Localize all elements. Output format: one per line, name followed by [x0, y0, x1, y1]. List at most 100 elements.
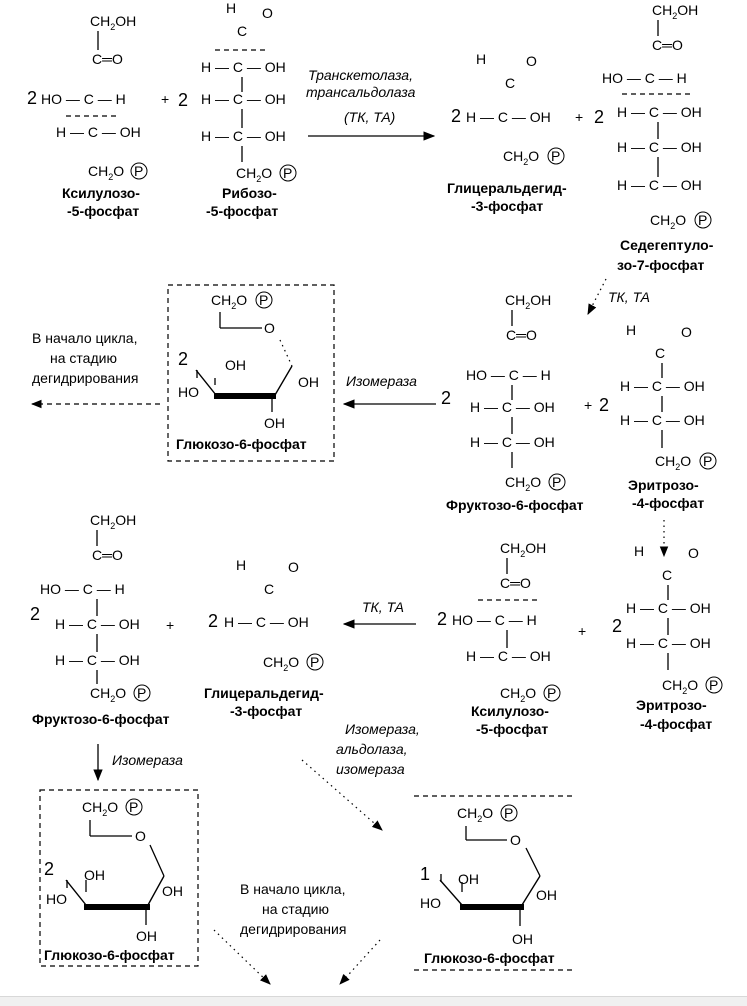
- svg-text:2: 2: [451, 106, 461, 126]
- svg-text:CH2O: CH2O: [503, 148, 539, 167]
- svg-text:H: H: [236, 557, 246, 573]
- svg-text:O: O: [510, 832, 521, 848]
- svg-text:CH2O: CH2O: [88, 163, 124, 182]
- erythrose-4-phosphate-row3: H O C 2 H — C — OH H — C — OH CH2O P Эри…: [612, 543, 723, 732]
- svg-text:C: C: [264, 581, 274, 597]
- svg-text:CH2OH: CH2OH: [500, 540, 546, 559]
- svg-text:O: O: [135, 828, 146, 844]
- svg-text:+: +: [166, 617, 174, 633]
- svg-text:2: 2: [437, 609, 447, 629]
- svg-text:дегидрирования: дегидрирования: [240, 921, 346, 937]
- svg-text:CH2O: CH2O: [662, 677, 698, 696]
- arrow-isomerase-1: Изомераза: [342, 373, 436, 409]
- svg-text:2: 2: [208, 611, 218, 631]
- svg-text:зо-7-фосфат: зо-7-фосфат: [617, 257, 705, 273]
- svg-text:трансальдолаза: трансальдолаза: [306, 84, 416, 100]
- svg-text:C═O: C═O: [506, 327, 537, 343]
- svg-text:дегидрирования: дегидрирования: [32, 370, 138, 386]
- svg-text:P: P: [129, 799, 138, 815]
- svg-text:2: 2: [612, 616, 622, 636]
- svg-text:2: 2: [30, 604, 40, 624]
- svg-text:CH2OH: CH2OH: [90, 512, 136, 531]
- svg-text:-4-фосфат: -4-фосфат: [640, 716, 712, 732]
- svg-text:-5-фосфат: -5-фосфат: [67, 203, 139, 219]
- svg-text:HO — C — H: HO — C — H: [602, 70, 687, 86]
- svg-text:P: P: [551, 148, 560, 164]
- svg-text:C═O: C═O: [500, 575, 531, 591]
- svg-text:+: +: [575, 109, 583, 125]
- svg-text:H — C — OH: H — C — OH: [201, 128, 286, 144]
- svg-text:Изомераза,: Изомераза,: [345, 721, 420, 737]
- svg-text:-3-фосфат: -3-фосфат: [230, 703, 302, 719]
- svg-text:P: P: [698, 212, 707, 228]
- svg-text:изомераза: изомераза: [336, 761, 405, 777]
- svg-text:Глюкозо-6-фосфат: Глюкозо-6-фосфат: [424, 950, 555, 966]
- svg-text:Глицеральдегид-: Глицеральдегид-: [204, 685, 324, 701]
- svg-text:HO: HO: [46, 891, 67, 907]
- svg-text:P: P: [703, 453, 712, 469]
- svg-text:CH2O: CH2O: [263, 654, 299, 673]
- svg-text:CH2OH: CH2OH: [90, 13, 136, 32]
- svg-text:OH: OH: [512, 931, 533, 947]
- svg-text:H — C — OH: H — C — OH: [201, 91, 286, 107]
- svg-text:CH2O: CH2O: [500, 685, 536, 704]
- svg-text:H — C — OH: H — C — OH: [470, 434, 555, 450]
- svg-text:Глицеральдегид-: Глицеральдегид-: [447, 180, 567, 196]
- arrow-tk-ta-1: Транскетолаза, трансальдолаза (ТК, ТА): [306, 67, 436, 141]
- arrow-isomerase-2: Изомераза: [93, 744, 183, 782]
- svg-text:OH: OH: [536, 887, 557, 903]
- glyceraldehyde-3-phosphate-row3: H O C 2 H — C — OH CH2O P Глицеральдегид…: [204, 557, 324, 719]
- svg-text:OH: OH: [458, 871, 479, 887]
- svg-text:Фруктозо-6-фосфат: Фруктозо-6-фосфат: [32, 711, 170, 727]
- svg-text:+: +: [584, 397, 592, 413]
- svg-text:OH: OH: [136, 928, 157, 944]
- svg-text:C: C: [505, 75, 515, 91]
- svg-text:Эритрозо-: Эритрозо-: [636, 697, 707, 713]
- svg-text:CH2O: CH2O: [457, 805, 493, 824]
- glucose-6-phosphate-box-3: CH2O P O 1 OH HO OH OH Глюкозо-6-фосфат: [414, 795, 574, 971]
- svg-text:Транскетолаза,: Транскетолаза,: [308, 67, 413, 83]
- svg-text:C═O: C═O: [92, 547, 123, 563]
- svg-text:C═O: C═O: [92, 51, 123, 67]
- svg-text:P: P: [283, 165, 292, 181]
- svg-text:Седегептуло-: Седегептуло-: [620, 237, 714, 253]
- svg-text:HO — C — H: HO — C — H: [466, 367, 551, 383]
- svg-text:2: 2: [599, 395, 609, 415]
- svg-text:HO — C — H: HO — C — H: [452, 612, 537, 628]
- xylulose-5-phosphate-row3: CH2OH C═O 2 HO — C — H H — C — OH CH2O P…: [437, 540, 561, 737]
- svg-text:HO — C — H: HO — C — H: [41, 91, 126, 107]
- arrow-tk-ta-2: ТК, ТА: [342, 599, 416, 629]
- svg-text:2: 2: [178, 90, 188, 110]
- svg-text:CH2OH: CH2OH: [505, 292, 551, 311]
- svg-text:CH2O: CH2O: [211, 292, 247, 311]
- svg-text:OH: OH: [225, 357, 246, 373]
- svg-text:P: P: [709, 677, 718, 693]
- svg-text:OH: OH: [162, 883, 183, 899]
- svg-text:Изомераза: Изомераза: [112, 752, 183, 768]
- svg-text:O: O: [288, 559, 299, 575]
- svg-text:H — C — OH: H — C — OH: [55, 652, 140, 668]
- svg-text:H — C — OH: H — C — OH: [626, 635, 711, 651]
- coef-2: 2: [27, 88, 37, 108]
- glucose-6-phosphate-box-2: CH2O P O 2 OH HO OH OH Глюкозо-6-фосфат: [39, 789, 199, 967]
- svg-text:CH2O: CH2O: [82, 799, 118, 818]
- glyceraldehyde-3-phosphate-top: H O C 2 H — C — OH CH2O P Глицеральдегид…: [447, 51, 567, 214]
- svg-text:CH2OH: CH2OH: [652, 2, 698, 21]
- svg-text:H — C — OH: H — C — OH: [470, 399, 555, 415]
- svg-text:+: +: [161, 91, 169, 107]
- erythrose-4-phosphate-row2: H O C H — C — OH H — C — OH CH2O P Эритр…: [620, 322, 717, 511]
- fructose-6-phosphate-row2: CH2OH C═O HO — C — H H — C — OH H — C — …: [446, 292, 584, 513]
- svg-text:C: C: [237, 23, 247, 39]
- enzyme-note-iso-ald: Изомераза, альдолаза, изомераза: [301, 721, 420, 831]
- ribose-5-phosphate: H O C H — C — OH H — C — OH H — C — OH C…: [201, 0, 297, 219]
- svg-text:HO: HO: [178, 384, 199, 400]
- svg-text:ТК, ТА: ТК, ТА: [362, 599, 404, 615]
- sedoheptulose-7-phosphate: CH2OH C═O HO — C — H H — C — OH H — C — …: [602, 2, 714, 273]
- svg-text:Глюкозо-6-фосфат: Глюкозо-6-фосфат: [176, 436, 307, 452]
- svg-text:P: P: [134, 163, 143, 179]
- svg-text:C: C: [655, 345, 665, 361]
- svg-text:2: 2: [44, 859, 54, 879]
- svg-text:H: H: [476, 51, 486, 67]
- svg-text:2: 2: [441, 388, 451, 408]
